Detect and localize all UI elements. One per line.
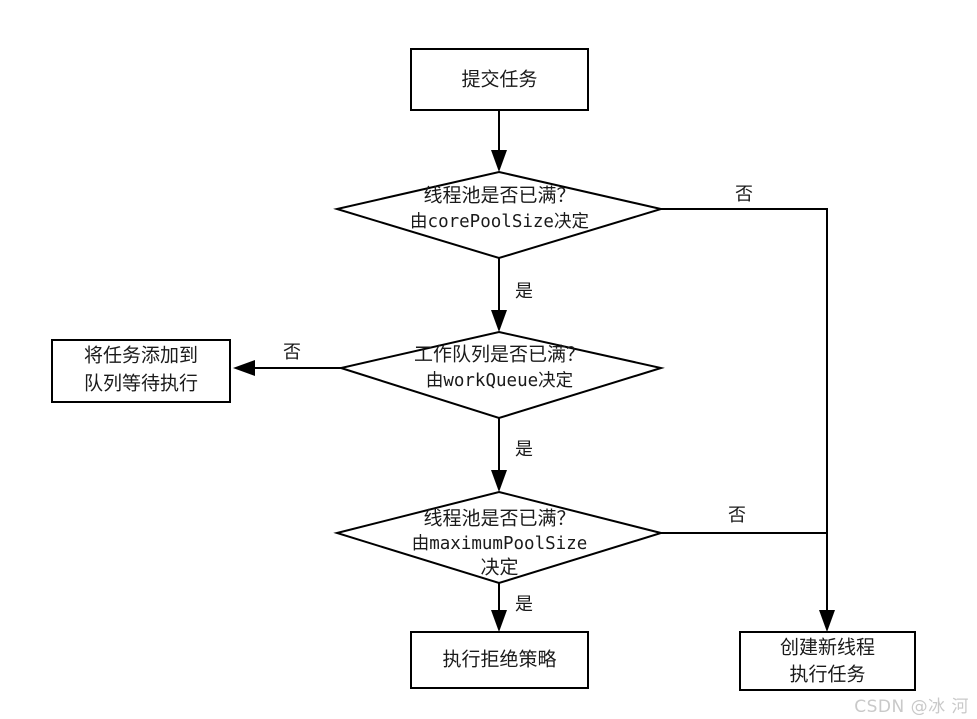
edge-core-pool-no: [661, 208, 835, 632]
edge-label-max-pool-yes: 是: [515, 594, 533, 615]
edge-work-queue-yes: [491, 418, 507, 492]
edge-work-queue-no: [233, 360, 341, 376]
node-max-pool-full-line-1: 由maximumPoolSize: [412, 534, 588, 554]
edge-label-work-queue-no: 否: [283, 342, 301, 363]
node-work-queue-full-line-0: 工作队列是否已满？: [414, 344, 585, 366]
node-max-pool-full-decision[interactable]: 线程池是否已满？ 由maximumPoolSize 决定: [333, 490, 665, 585]
node-queue-task[interactable]: 将任务添加到 队列等待执行: [51, 339, 231, 403]
node-core-pool-full-line-0: 线程池是否已满？: [423, 185, 575, 207]
node-create-thread-line-1: 执行任务: [789, 664, 865, 686]
node-create-thread[interactable]: 创建新线程 执行任务: [739, 631, 916, 691]
node-create-thread-line-0: 创建新线程: [780, 637, 875, 659]
node-submit-task[interactable]: 提交任务: [410, 48, 589, 111]
watermark-text: CSDN @冰 河: [854, 697, 969, 717]
node-max-pool-full-line-0: 线程池是否已满？: [423, 508, 575, 530]
node-work-queue-full-decision[interactable]: 工作队列是否已满？ 由workQueue决定: [337, 330, 665, 420]
edge-core-pool-yes: [491, 258, 507, 332]
node-core-pool-full-decision[interactable]: 线程池是否已满？ 由corePoolSize决定: [333, 170, 665, 260]
node-core-pool-full-line-1: 由corePoolSize决定: [410, 212, 589, 232]
edge-label-core-pool-no: 否: [735, 184, 753, 205]
edge-label-core-pool-yes: 是: [515, 281, 533, 302]
edge-label-max-pool-no: 否: [728, 505, 746, 526]
node-max-pool-full-line-2: 决定: [480, 557, 518, 579]
node-reject-policy[interactable]: 执行拒绝策略: [410, 631, 589, 689]
node-submit-task-line-0: 提交任务: [461, 69, 537, 91]
edge-max-pool-yes: [491, 583, 507, 632]
node-queue-task-line-0: 将任务添加到: [84, 345, 198, 367]
edge-label-work-queue-yes: 是: [515, 439, 533, 460]
node-reject-policy-line-0: 执行拒绝策略: [442, 649, 556, 671]
node-work-queue-full-line-1: 由workQueue决定: [426, 371, 573, 391]
node-queue-task-line-1: 队列等待执行: [84, 373, 198, 395]
edge-submit-to-core-pool: [491, 110, 507, 172]
